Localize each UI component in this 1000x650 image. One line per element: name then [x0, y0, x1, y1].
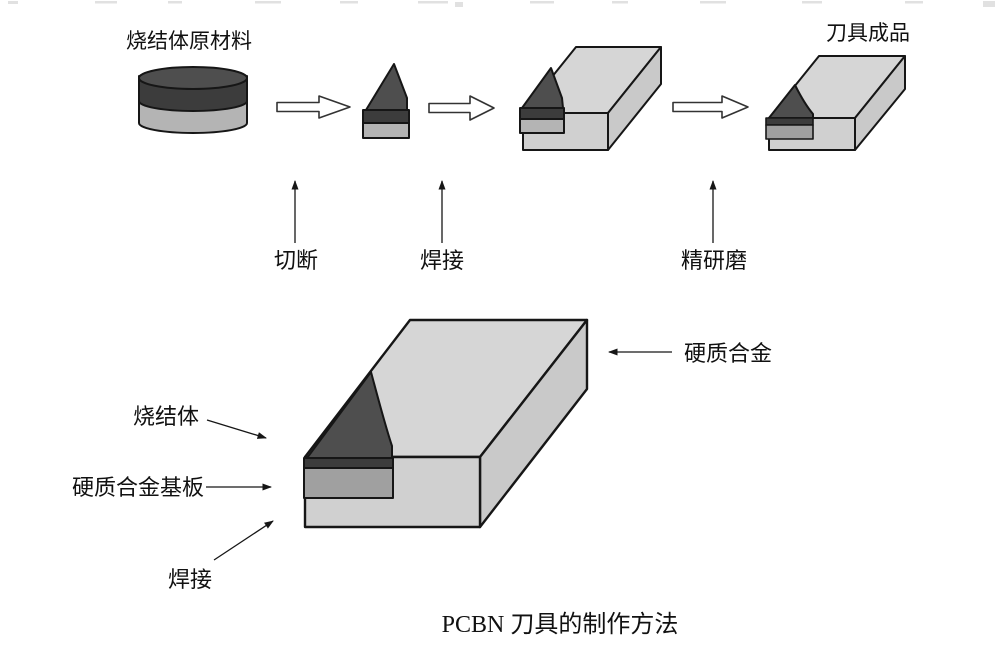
source-material-label: 烧结体原材料	[126, 29, 252, 53]
sintered-callout-arrow-icon	[206, 419, 267, 439]
grind-step-label: 精研磨	[681, 248, 747, 273]
detail-block	[303, 318, 589, 529]
sintered-layer-label: 烧结体	[133, 404, 199, 429]
disc-top-face	[138, 66, 248, 90]
process-arrow-icon	[276, 95, 351, 119]
detail-sintered-layer	[306, 371, 393, 459]
process-arrow-icon	[672, 95, 749, 119]
weld-joint-label: 焊接	[168, 567, 212, 592]
blank-light-band	[519, 118, 565, 134]
cut-piece-sintered-tip	[365, 63, 408, 111]
carbide-body-label: 硬质合金	[684, 341, 772, 366]
detail-substrate-band	[303, 467, 394, 499]
cut-piece-light-band	[362, 122, 410, 139]
detail-weld-band	[303, 457, 394, 469]
weld-step-label: 焊接	[420, 248, 464, 273]
finished-tool	[765, 55, 906, 151]
blank-dark-band	[519, 107, 565, 120]
cut-piece	[362, 63, 410, 139]
welded-blank	[519, 46, 662, 151]
substrate-label: 硬质合金基板	[72, 475, 204, 500]
tool-dark-band	[765, 117, 814, 126]
cut-step-label: 切断	[274, 248, 318, 273]
finished-tool-label: 刀具成品	[826, 21, 910, 45]
sintered-disc	[138, 66, 248, 134]
tool-sintered-tip	[768, 84, 814, 119]
page-crop-artifacts	[8, 1, 995, 7]
cut-piece-dark-band	[362, 109, 410, 124]
figure-caption: PCBN 刀具的制作方法	[442, 611, 679, 638]
weld-callout-arrow-icon	[213, 520, 274, 561]
process-arrow-icon	[428, 95, 495, 121]
tool-substrate-band	[765, 124, 814, 140]
